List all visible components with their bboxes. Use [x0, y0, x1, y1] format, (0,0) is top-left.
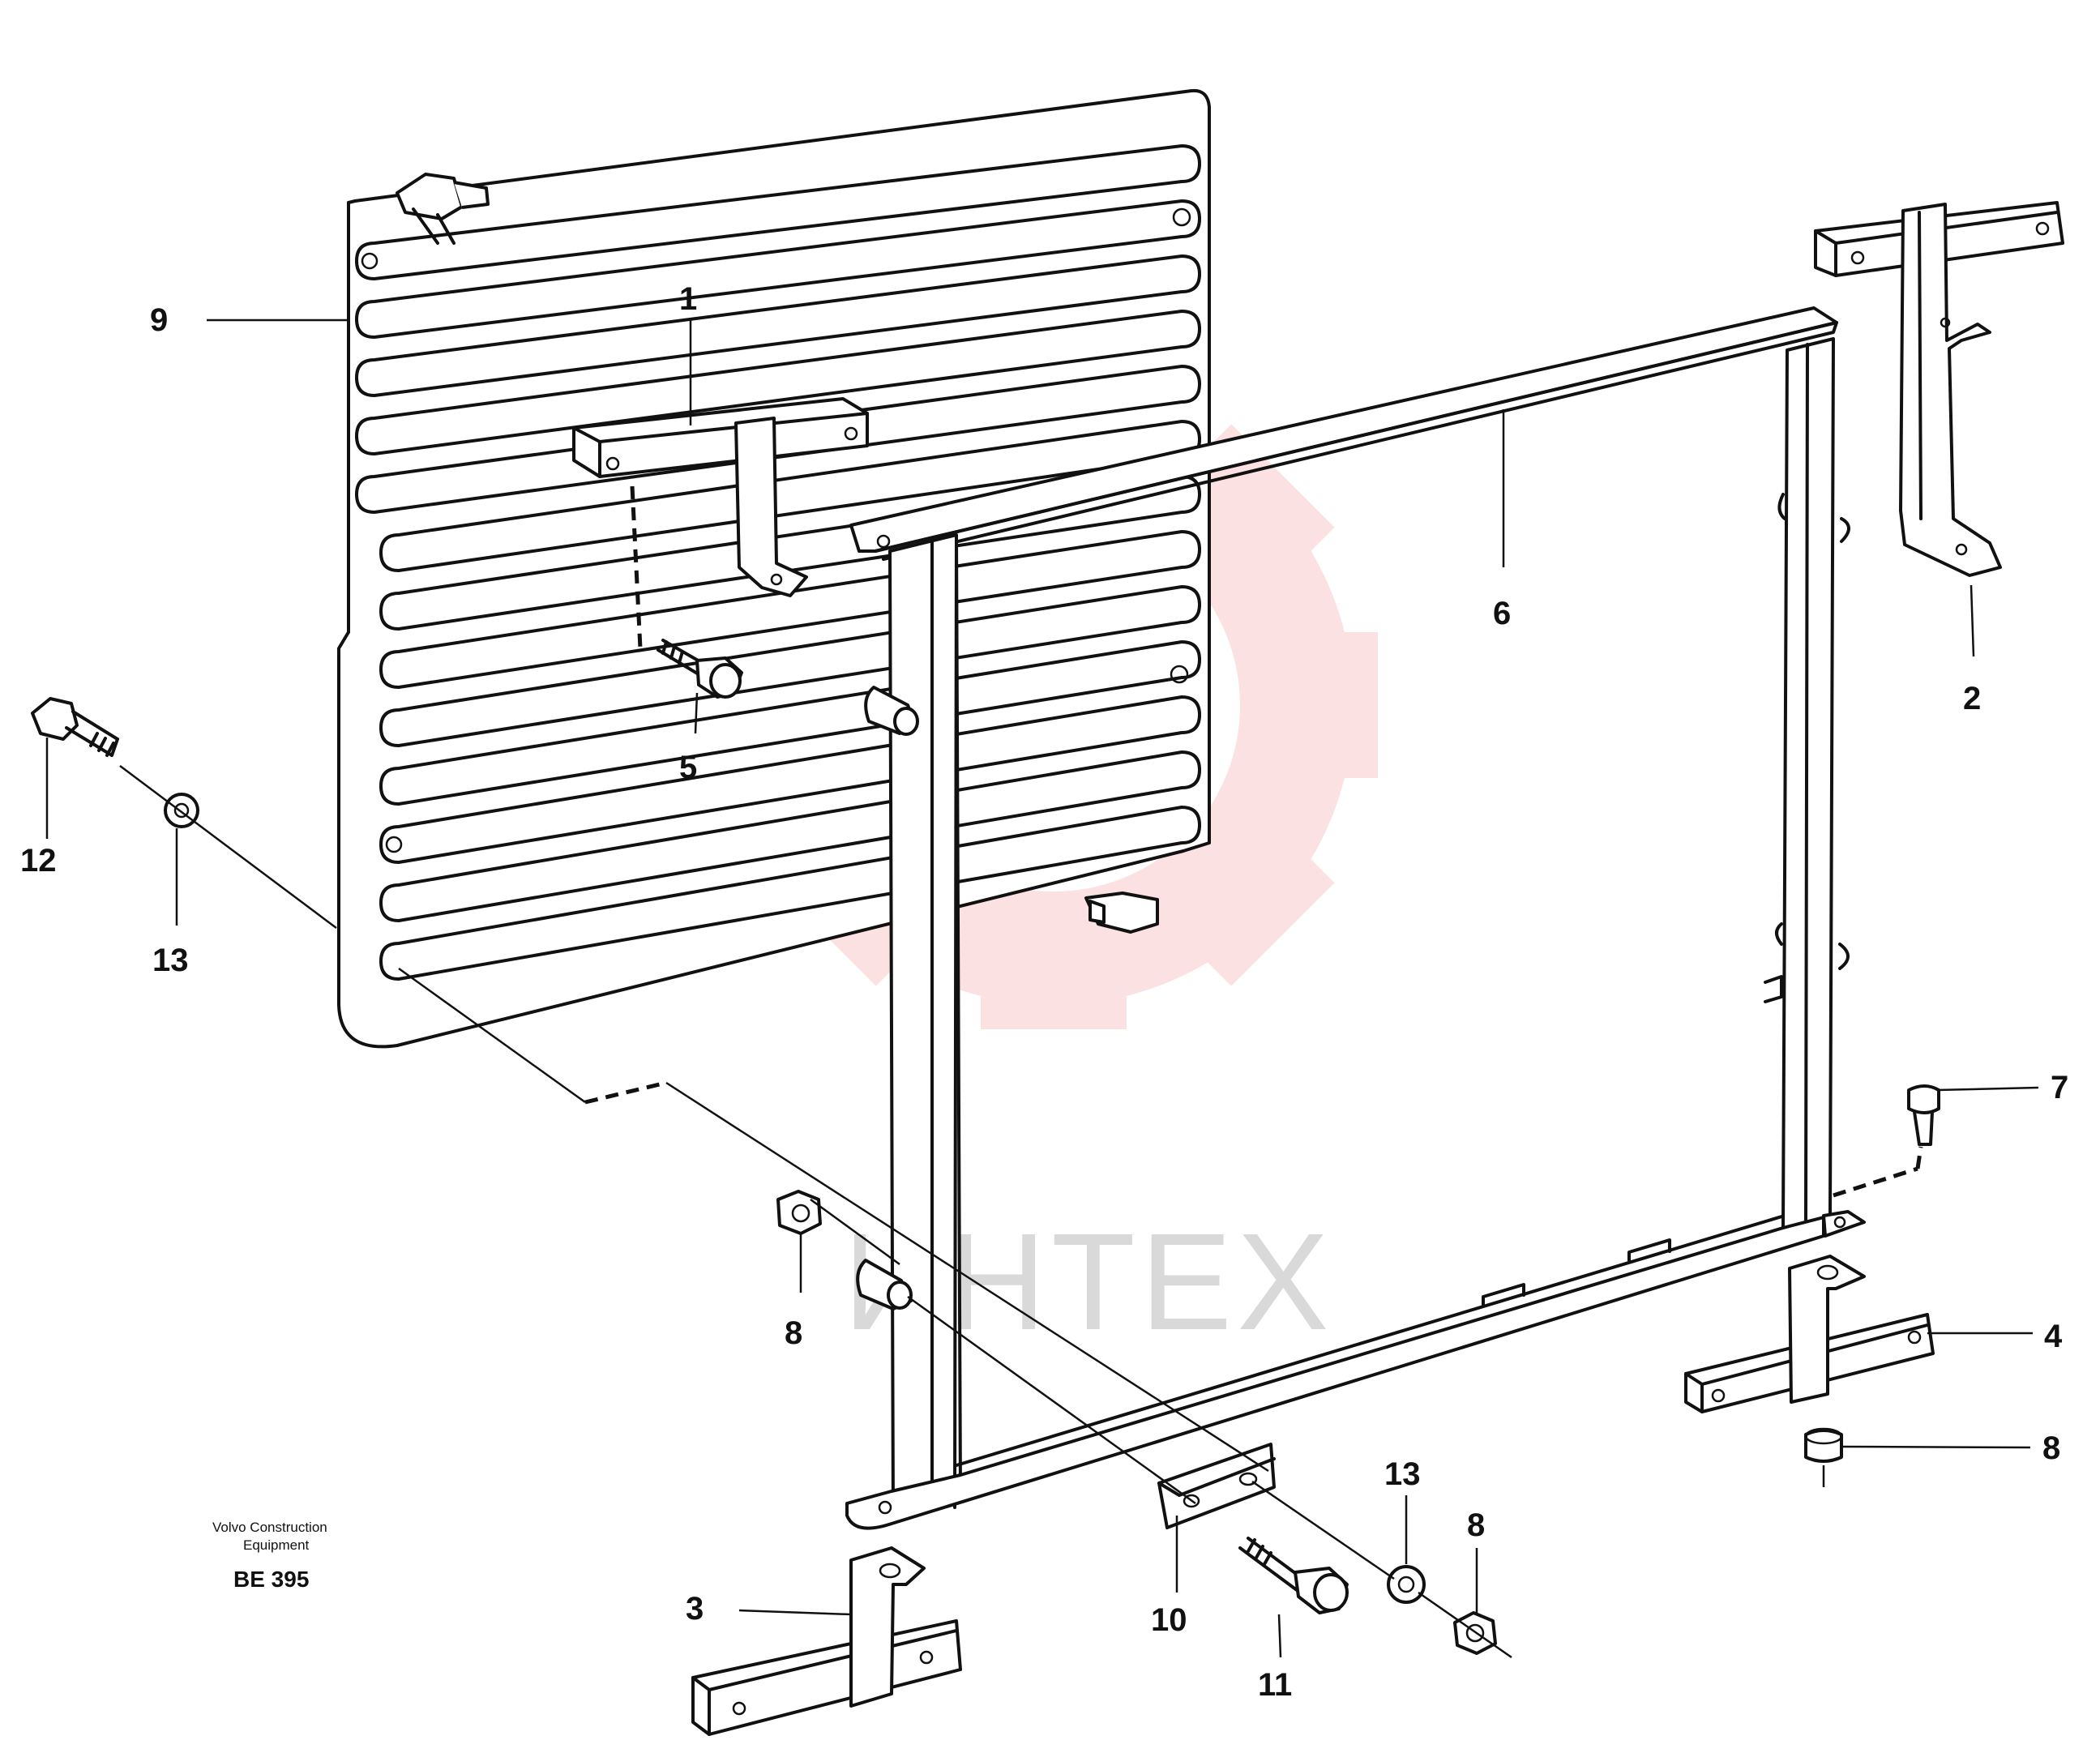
callout-12: 12: [20, 843, 57, 879]
callout-7: 7: [2051, 1070, 2068, 1105]
bracket-4: [1684, 1255, 1935, 1413]
cooler-tube: [379, 640, 1201, 806]
washer-13-bottom: [1387, 1565, 1426, 1604]
tube-end: [1170, 665, 1189, 684]
callout-11: 11: [1258, 1667, 1292, 1703]
tube-end: [385, 836, 403, 853]
callout-1: 1: [679, 281, 697, 317]
spacer-sleeve-upper: [864, 686, 919, 736]
cooler-tube: [379, 750, 1201, 922]
callout-10: 10: [1151, 1602, 1187, 1638]
nut-8-right: [1804, 1427, 1843, 1463]
bolt-11: [1238, 1537, 1349, 1614]
callout-2: 2: [1963, 681, 1981, 716]
tube-end: [1172, 207, 1191, 227]
bottom-fitting: [1084, 891, 1159, 934]
drawing-code: BE 395: [233, 1567, 309, 1592]
cooler-tube: [379, 530, 1201, 689]
bolt-7: [1907, 1084, 1940, 1146]
cooler-tube: [379, 806, 1201, 981]
bolt-12: [31, 697, 119, 757]
cooler-tubes: [355, 144, 1201, 981]
bolt-5: [657, 639, 743, 699]
credit-block: Volvo Construction Equipment BE 395: [212, 1520, 327, 1592]
callout-labels: 1 2 3 4 5 6 7 8 8 8 9 10 11 12 13 13: [20, 281, 2068, 1703]
top-fitting: [396, 173, 490, 245]
callout-8-left: 8: [785, 1315, 802, 1351]
cooler-tube: [355, 199, 1201, 339]
callout-5: 5: [679, 750, 697, 785]
mounting-frame: [845, 306, 1866, 1530]
bracket-1: [572, 397, 869, 597]
tube-end: [361, 252, 379, 270]
cooler-tube: [355, 144, 1201, 280]
callout-8-right: 8: [2042, 1430, 2060, 1466]
credit-line-1: Volvo Construction: [212, 1520, 327, 1535]
callout-8-bottom: 8: [1467, 1507, 1485, 1543]
callout-9: 9: [150, 302, 168, 338]
cooler-tube: [355, 365, 1201, 514]
washer-13-left: [164, 793, 199, 828]
callout-3: 3: [686, 1591, 704, 1627]
callout-leaders: [45, 319, 2039, 1658]
bracket-2: [1814, 201, 2064, 577]
spacer-sleeve-lower: [856, 1259, 913, 1310]
cooler-tube: [379, 585, 1201, 747]
callout-13-left: 13: [152, 943, 189, 978]
clamp-plate-10: [1157, 1443, 1276, 1529]
assembly-lines: [119, 485, 1923, 1659]
callout-6: 6: [1493, 596, 1511, 631]
bracket-3: [691, 1546, 962, 1736]
callout-4: 4: [2044, 1319, 2063, 1354]
nut-8-left: [776, 1190, 822, 1235]
cooler-tube: [355, 254, 1201, 397]
callout-13-bottom: 13: [1384, 1456, 1421, 1492]
cooler-tube: [355, 310, 1201, 455]
credit-line-2: Equipment: [243, 1537, 310, 1553]
cooler-tube: [379, 695, 1201, 864]
